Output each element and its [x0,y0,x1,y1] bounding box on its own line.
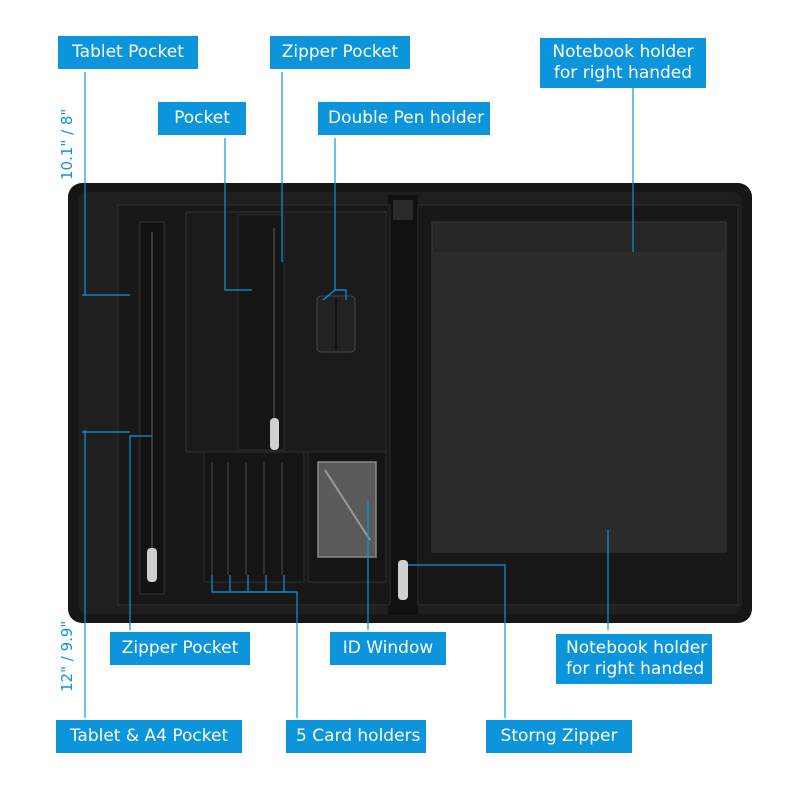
id-window-graphic [317,461,377,558]
card-slots-graphic [211,462,283,575]
label-card-holders: 5 Card holders [286,720,426,753]
label-notebook-holder-top: Notebook holder for right handed [540,38,706,88]
label-double-pen-holder: Double Pen holder [318,102,490,135]
portfolio-spine [388,195,418,615]
label-notebook-holder-bottom-line2: for right handed [566,659,705,679]
label-notebook-holder-top-line2: for right handed [553,63,693,83]
label-zipper-pocket-bottom: Zipper Pocket [110,632,250,665]
dimension-lower: 12" / 9.9" [58,620,76,692]
dimension-upper: 10.1" / 8" [58,108,76,180]
zipper-pull-left [147,548,157,582]
label-tablet-pocket: Tablet Pocket [58,36,198,69]
zipper-pull-bottom [398,560,408,600]
label-pocket: Pocket [158,102,246,135]
label-zipper-pocket-top: Zipper Pocket [270,36,410,69]
label-strong-zipper: Storng Zipper [486,720,632,753]
label-notebook-holder-bottom: Notebook holder for right handed [556,634,712,684]
label-notebook-holder-top-line1: Notebook holder [552,42,694,62]
callout-lines [82,72,634,718]
label-tablet-a4-pocket: Tablet & A4 Pocket [56,720,242,753]
zipper-pull-middle [270,418,279,450]
label-notebook-holder-bottom-line1: Notebook holder [566,638,708,658]
label-id-window: ID Window [330,632,446,665]
